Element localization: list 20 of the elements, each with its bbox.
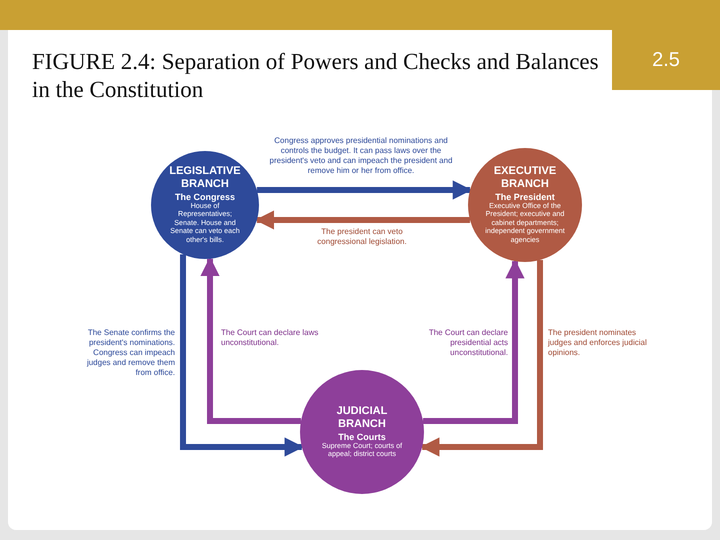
branch-heading: EXECUTIVE BRANCH <box>492 165 558 191</box>
edge-label: Congress approves presidential nominations and controls the budget. It can pass laws over the president's veto and can impeach the president and remove him or her from office. <box>268 136 454 176</box>
figure-title: FIGURE 2.4: Separation of Powers and Checks and Balances in the Constitution <box>32 48 600 104</box>
branch-subheading: The President <box>495 192 555 202</box>
branch-heading: LEGISLATIVE BRANCH <box>168 165 242 191</box>
slide-number: 2.5 <box>612 30 720 90</box>
arrow <box>200 256 301 424</box>
edge-label: The Court can declare presidential acts unconstitutional. <box>428 328 508 358</box>
branch-heading: JUDICIAL BRANCH <box>336 405 388 430</box>
edge-label: The president can veto congressional legislation. <box>316 227 408 247</box>
arrow <box>423 259 525 424</box>
branch-subheading: The Congress <box>174 192 235 202</box>
edge-label: The president nominates judges and enforces judicial opinions. <box>548 328 648 358</box>
arrow <box>420 260 543 457</box>
arrow <box>256 180 472 200</box>
arrow <box>254 210 470 230</box>
arrow <box>180 254 304 457</box>
edge-label: The Senate confirms the president's nominations. Congress can impeach judges and remove them from office. <box>86 328 175 378</box>
edge-label: The Court can declare laws unconstitutional. <box>221 328 320 348</box>
branch-subheading: The Courts <box>338 432 386 442</box>
